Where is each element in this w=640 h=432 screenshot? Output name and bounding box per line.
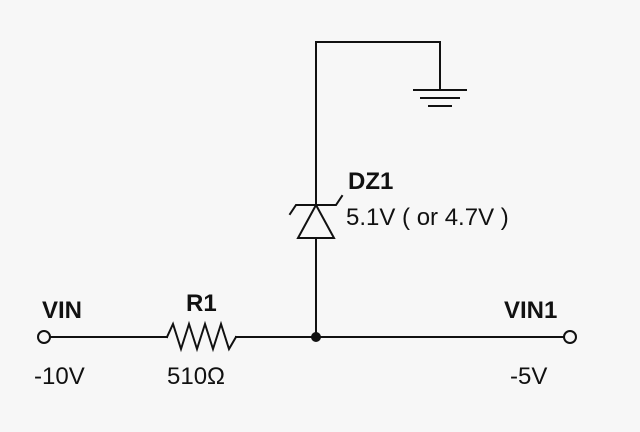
vin-label: VIN [42, 297, 82, 324]
zener-triangle [296, 202, 336, 239]
vin1-voltage: -5V [510, 363, 547, 390]
vin1-terminal-circle[interactable] [563, 330, 577, 344]
resistor-r1-symbol[interactable] [165, 320, 238, 353]
dz1-label: DZ1 [348, 168, 393, 195]
vin1-label: VIN1 [504, 297, 557, 324]
vin-terminal-circle[interactable] [37, 330, 51, 344]
r1-value: 510Ω [167, 363, 225, 390]
dz1-value: 5.1V ( or 4.7V ) [346, 204, 509, 231]
r1-label: R1 [186, 290, 217, 317]
vin-voltage: -10V [34, 363, 85, 390]
vin-terminal[interactable] [37, 330, 51, 344]
ground-icon [413, 89, 467, 107]
vin1-terminal[interactable] [563, 330, 577, 344]
